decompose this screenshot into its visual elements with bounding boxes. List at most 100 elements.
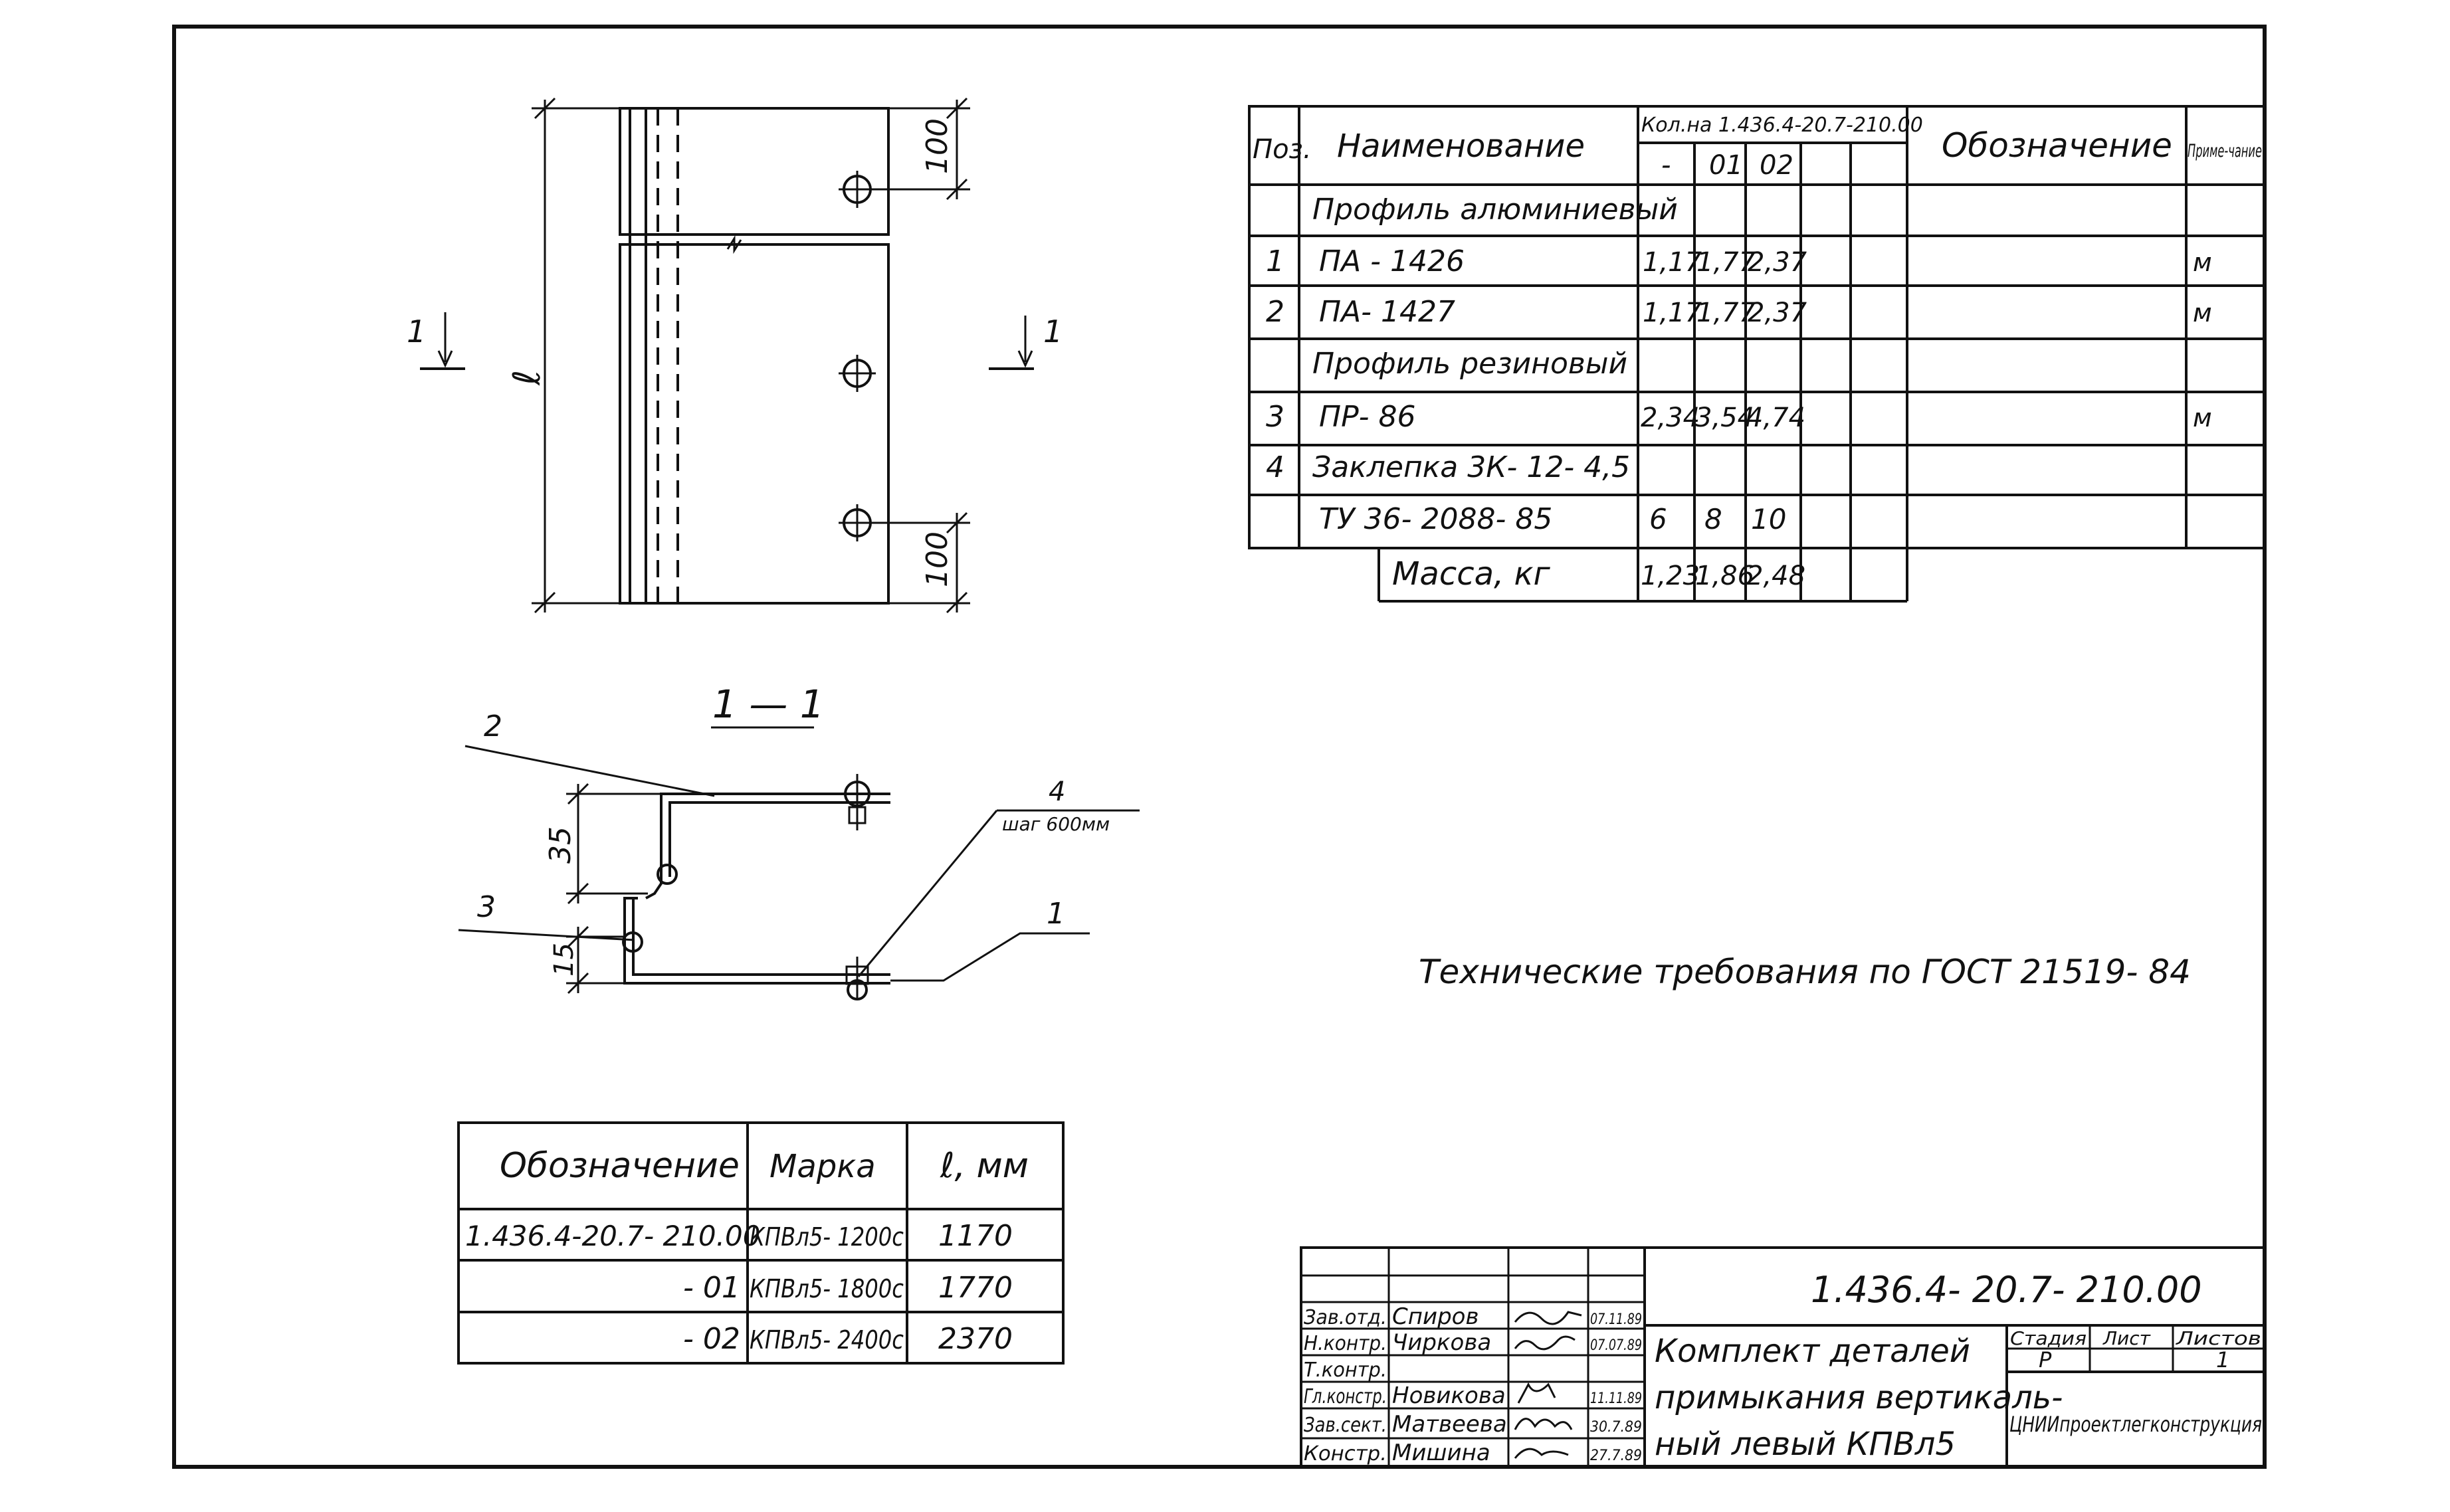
section-1-1: 1 — 1 35 15 <box>458 682 1140 1000</box>
svg-text:Заклепка 3К- 12- 4,5: Заклепка 3К- 12- 4,5 <box>1312 450 1630 484</box>
stage-value: Р <box>2039 1347 2052 1372</box>
svg-text:Констр.: Констр. <box>1304 1442 1387 1465</box>
svg-text:-: - <box>1661 150 1671 181</box>
svg-text:Лист: Лист <box>2102 1327 2151 1349</box>
svg-text:ПР- 86: ПР- 86 <box>1319 400 1415 434</box>
svg-text:Марка: Марка <box>769 1148 876 1185</box>
svg-text:Обозначение: Обозначение <box>500 1146 740 1186</box>
svg-text:2: 2 <box>1266 295 1284 329</box>
svg-text:КПВл5- 1200с: КПВл5- 1200с <box>750 1222 904 1252</box>
dim-15: 15 <box>549 943 579 977</box>
svg-text:02: 02 <box>1760 150 1793 181</box>
svg-text:1: 1 <box>1266 244 1284 278</box>
svg-text:КПВл5- 2400с: КПВл5- 2400с <box>750 1325 904 1355</box>
svg-text:Кол.на 1.436.4-20.7-210.00: Кол.на 1.436.4-20.7-210.00 <box>1641 114 1923 137</box>
svg-text:1,17: 1,17 <box>1643 247 1702 278</box>
svg-text:1,23: 1,23 <box>1641 561 1700 591</box>
svg-text:2370: 2370 <box>938 1322 1013 1356</box>
svg-text:1,77: 1,77 <box>1696 298 1756 328</box>
svg-text:1170: 1170 <box>938 1219 1013 1253</box>
svg-text:11.11.89: 11.11.89 <box>1590 1390 1642 1407</box>
rivet-hole-icon <box>839 171 876 208</box>
callout-4: 4 <box>1049 777 1065 807</box>
spec-row: 1 ПА - 1426 1,17 1,77 2,37 м <box>1266 244 2212 278</box>
dim-length: ℓ <box>506 370 549 386</box>
signer-row: Т.контр. <box>1304 1359 1387 1382</box>
variants-row: - 02 КПВл5- 2400с 2370 <box>683 1322 1013 1356</box>
plan-view: 100 100 ℓ 1 1 <box>407 97 1063 614</box>
svg-text:1,86: 1,86 <box>1695 561 1754 591</box>
svg-text:ℓ, мм: ℓ, мм <box>940 1146 1029 1186</box>
dim-bottom: 100 <box>920 531 954 587</box>
svg-text:Мишина: Мишина <box>1392 1440 1490 1466</box>
svg-text:10: 10 <box>1751 503 1786 535</box>
section-marker-left: 1 <box>407 312 465 370</box>
svg-text:Матвеева: Матвеева <box>1392 1411 1507 1438</box>
svg-text:07.07.89: 07.07.89 <box>1590 1337 1642 1354</box>
dim-top: 100 <box>920 118 954 174</box>
title-line-2: примыкания вертикаль- <box>1655 1379 2063 1416</box>
svg-text:1.436.4-20.7- 210.00: 1.436.4-20.7- 210.00 <box>465 1220 760 1252</box>
signature-mark <box>1514 1418 1573 1430</box>
svg-text:07.11.89: 07.11.89 <box>1590 1311 1642 1328</box>
signature-mark <box>1514 1311 1582 1325</box>
variants-table: Обозначение Марка ℓ, мм 1.436.4-20.7- 21… <box>457 1121 1065 1365</box>
svg-text:01: 01 <box>1709 150 1743 181</box>
rivet-icon <box>844 774 870 830</box>
svg-text:1770: 1770 <box>938 1271 1013 1305</box>
svg-text:м: м <box>2193 298 2212 328</box>
title-line-1: Комплект деталей <box>1655 1333 1970 1370</box>
svg-text:30.7.89: 30.7.89 <box>1590 1419 1642 1436</box>
svg-text:Чиркова: Чиркова <box>1392 1329 1491 1356</box>
svg-text:ПА- 1427: ПА- 1427 <box>1319 295 1455 329</box>
callout-3: 3 <box>477 890 496 924</box>
svg-text:Приме-чание: Приме-чание <box>2188 141 2262 161</box>
spec-row: ТУ 36- 2088- 85 6 8 10 <box>1319 502 1786 536</box>
svg-text:Т.контр.: Т.контр. <box>1304 1359 1387 1382</box>
spec-row: Профиль алюминиевый <box>1312 193 1678 227</box>
svg-text:Зав.сект.: Зав.сект. <box>1304 1414 1387 1437</box>
signer-row: Н.контр. Чиркова 07.07.89 <box>1304 1329 1642 1356</box>
svg-text:2,34: 2,34 <box>1641 403 1700 433</box>
svg-text:Листов: Листов <box>2176 1327 2261 1349</box>
svg-text:4: 4 <box>1266 450 1284 484</box>
svg-text:Профиль алюминиевый: Профиль алюминиевый <box>1312 193 1678 227</box>
svg-text:- 01: - 01 <box>683 1271 740 1305</box>
spec-row: 4 Заклепка 3К- 12- 4,5 <box>1266 450 1630 484</box>
svg-text:2,48: 2,48 <box>1746 561 1805 591</box>
signer-row: Зав.сект. Матвеева 30.7.89 <box>1304 1411 1642 1438</box>
callout-4-note: шаг 600мм <box>1002 813 1110 835</box>
svg-text:3: 3 <box>1266 400 1284 434</box>
svg-text:Спиров: Спиров <box>1392 1303 1479 1330</box>
spec-row: 3 ПР- 86 2,34 3,54 4,74 м <box>1266 400 2212 434</box>
svg-text:Наименование: Наименование <box>1337 128 1585 165</box>
spec-mass-row: Масса, кг 1,23 1,86 2,48 <box>1392 555 1805 593</box>
rivet-hole-icon <box>839 355 876 392</box>
signer-row: Констр. Мишина 27.7.89 <box>1304 1440 1642 1466</box>
organization: ЦНИИпроектлегконструкция <box>2009 1412 2262 1437</box>
callout-1: 1 <box>1047 897 1065 931</box>
svg-text:КПВл5- 1800с: КПВл5- 1800с <box>750 1274 904 1303</box>
svg-text:1,77: 1,77 <box>1696 247 1756 278</box>
tech-requirements: Технические требования по ГОСТ 21519- 84 <box>1419 953 2191 991</box>
svg-text:Зав.отд.: Зав.отд. <box>1304 1306 1387 1329</box>
svg-text:Н.контр.: Н.контр. <box>1304 1332 1387 1355</box>
svg-text:1,17: 1,17 <box>1643 298 1702 328</box>
signature-mark <box>1514 1448 1569 1459</box>
signer-row: Гл.констр. Новикова 11.11.89 <box>1304 1382 1642 1409</box>
svg-text:1: 1 <box>1043 314 1063 349</box>
sheet-frame <box>172 25 2267 1469</box>
svg-text:1: 1 <box>407 314 426 349</box>
svg-text:27.7.89: 27.7.89 <box>1590 1448 1642 1464</box>
svg-text:Новикова: Новикова <box>1392 1382 1506 1409</box>
svg-text:6: 6 <box>1649 503 1667 535</box>
sheets-value: 1 <box>2216 1347 2229 1372</box>
title-line-3: ный левый КПВл5 <box>1655 1426 1956 1463</box>
svg-text:2,37: 2,37 <box>1748 247 1807 278</box>
variants-row: 1.436.4-20.7- 210.00 КПВл5- 1200с 1170 <box>465 1219 1013 1253</box>
callout-2: 2 <box>484 709 502 743</box>
svg-text:Гл.констр.: Гл.констр. <box>1304 1385 1387 1408</box>
spec-row: Профиль резиновый <box>1312 347 1627 381</box>
svg-text:Поз.: Поз. <box>1253 134 1312 165</box>
